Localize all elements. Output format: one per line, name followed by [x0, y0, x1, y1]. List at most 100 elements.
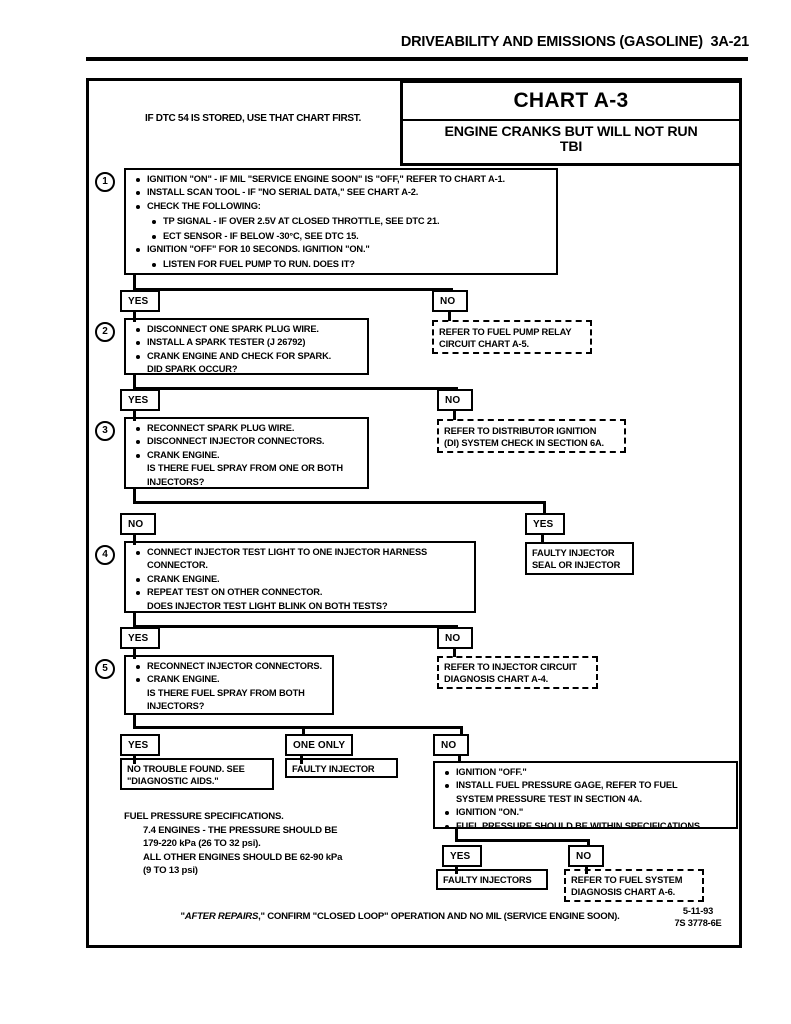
step-number-1: 1 — [95, 172, 115, 192]
footer-doc-code: 7S 3778-6E — [674, 917, 722, 928]
connector-step5-no-down — [460, 726, 463, 739]
connector-step1-down — [133, 275, 136, 290]
chart-title-block: CHART A-3 ENGINE CRANKS BUT WILL NOT RUN… — [400, 80, 742, 166]
chart-subtitle-line2: TBI — [559, 139, 583, 156]
connector-step3-yes-down — [543, 501, 546, 515]
step-2-box: DISCONNECT ONE SPARK PLUG WIRE. INSTALL … — [124, 318, 369, 375]
step-5-line-4: INJECTORS? — [147, 701, 205, 712]
result-faulty-injector-seal-line1: FAULTY INJECTOR — [532, 548, 615, 558]
result-faulty-injector-line1: FAULTY INJECTOR — [292, 764, 375, 774]
connector-step3-bar — [133, 501, 546, 504]
step-1-line-1: IGNITION "ON" - IF MIL "SERVICE ENGINE S… — [133, 174, 550, 186]
step-1-line-7: LISTEN FOR FUEL PUMP TO RUN. DOES IT? — [133, 259, 550, 271]
decision-4-no: NO — [437, 627, 473, 649]
step-4-line-1: CONNECT INJECTOR TEST LIGHT TO ONE INJEC… — [133, 547, 468, 559]
step-4-line-3: CRANK ENGINE. — [133, 574, 468, 586]
result-distributor-ignition: REFER TO DISTRIBUTOR IGNITION (DI) SYSTE… — [437, 419, 626, 453]
result-fuel-pump-relay-line2: CIRCUIT CHART A-5. — [439, 339, 529, 350]
step-2-line-2: INSTALL A SPARK TESTER (J 26792) — [133, 337, 361, 349]
decision-1-no: NO — [432, 290, 468, 312]
connector-no6-to-result — [585, 866, 588, 874]
footer-doc-codes: 5-11-93 7S 3778-6E — [660, 906, 736, 929]
fuel-pressure-test-line-3: SYSTEM PRESSURE TEST IN SECTION 4A. — [456, 793, 642, 804]
step-4-box: CONNECT INJECTOR TEST LIGHT TO ONE INJEC… — [124, 541, 476, 613]
step-5-line-3: IS THERE FUEL SPRAY FROM BOTH — [147, 687, 305, 698]
step-3-line-4: IS THERE FUEL SPRAY FROM ONE OR BOTH — [147, 463, 343, 474]
result-distributor-ignition-line1: REFER TO DISTRIBUTOR IGNITION — [444, 426, 597, 436]
connector-no2-to-result — [453, 410, 456, 420]
decision-3-yes: YES — [525, 513, 565, 535]
chart-subtitle-line1: ENGINE CRANKS BUT WILL NOT RUN — [444, 124, 698, 140]
step-number-2: 2 — [95, 322, 115, 342]
fuel-spec-heading: FUEL PRESSURE SPECIFICATIONS. — [124, 811, 284, 822]
connector-no4-to-result — [453, 648, 456, 657]
connector-no3-to-step4 — [133, 534, 136, 545]
result-fuel-pump-relay: REFER TO FUEL PUMP RELAY CIRCUIT CHART A… — [432, 320, 592, 354]
after-repairs-note: "AFTER REPAIRS," CONFIRM "CLOSED LOOP" O… — [150, 911, 650, 922]
connector-step5-bar — [133, 726, 463, 729]
fuel-spec-line4: (9 TO 13 psi) — [143, 865, 198, 877]
fuel-pressure-test-box: IGNITION "OFF." INSTALL FUEL PRESSURE GA… — [433, 761, 738, 831]
result-injector-circuit-line1: REFER TO INJECTOR CIRCUIT — [444, 662, 577, 672]
connector-yes3-to-result — [541, 534, 544, 543]
step-5-line-1: RECONNECT INJECTOR CONNECTORS. — [133, 661, 326, 673]
step-1-line-6: IGNITION "OFF" FOR 10 SECONDS. IGNITION … — [133, 244, 550, 256]
decision-5-one-only: ONE ONLY — [285, 734, 353, 756]
connector-fpt-down — [455, 829, 458, 842]
step-number-5: 5 — [95, 659, 115, 679]
fuel-pressure-test-line-4: IGNITION "ON." — [442, 807, 730, 819]
step-3-line-1: RECONNECT SPARK PLUG WIRE. — [133, 423, 361, 435]
decision-4-yes: YES — [120, 627, 160, 649]
result-fuel-system-diagnosis-line1: REFER TO FUEL SYSTEM — [571, 875, 683, 885]
connector-yes4-to-step5 — [133, 648, 136, 659]
decision-6-no: NO — [568, 845, 604, 867]
fuel-spec-line3: ALL OTHER ENGINES SHOULD BE 62-90 kPa — [143, 851, 343, 863]
connector-no1-to-result — [448, 311, 451, 321]
step-2-line-4: DID SPARK OCCUR? — [147, 364, 238, 375]
step-4-line-5: DOES INJECTOR TEST LIGHT BLINK ON BOTH T… — [147, 600, 388, 611]
connector-yes6-to-result — [455, 866, 458, 874]
step-3-line-5: INJECTORS? — [147, 476, 205, 487]
decision-1-yes: YES — [120, 290, 160, 312]
fuel-pressure-test-line-1: IGNITION "OFF." — [442, 767, 730, 779]
connector-step1-bar — [133, 288, 453, 291]
after-repairs-prefix: " — [180, 911, 185, 922]
decision-2-yes: YES — [120, 389, 160, 411]
decision-2-no: NO — [437, 389, 473, 411]
chart-subtitle: ENGINE CRANKS BUT WILL NOT RUN TBI — [403, 121, 739, 156]
connector-step4-bar — [133, 625, 458, 628]
result-distributor-ignition-line2: (DI) SYSTEM CHECK IN SECTION 6A. — [444, 438, 604, 449]
step-1-line-5: ECT SENSOR - IF BELOW -30°C, SEE DTC 15. — [133, 231, 550, 243]
result-injector-circuit: REFER TO INJECTOR CIRCUIT DIAGNOSIS CHAR… — [437, 656, 598, 689]
step-5-line-2: CRANK ENGINE. — [133, 674, 326, 686]
result-fuel-system-diagnosis: REFER TO FUEL SYSTEM DIAGNOSIS CHART A-6… — [564, 869, 704, 902]
page-header: DRIVEABILITY AND EMISSIONS (GASOLINE) 3A… — [0, 34, 791, 50]
step-5-box: RECONNECT INJECTOR CONNECTORS. CRANK ENG… — [124, 655, 334, 715]
connector-step5-down — [133, 715, 136, 729]
connector-oneonly-to-result — [300, 755, 303, 764]
fuel-pressure-test-line-2: INSTALL FUEL PRESSURE GAGE, REFER TO FUE… — [442, 780, 730, 792]
result-injector-circuit-line2: DIAGNOSIS CHART A-4. — [444, 674, 549, 685]
decision-5-yes: YES — [120, 734, 160, 756]
result-no-trouble-found-line1: NO TROUBLE FOUND. SEE — [127, 764, 245, 774]
step-number-3: 3 — [95, 421, 115, 441]
result-faulty-injector: FAULTY INJECTOR — [285, 758, 398, 778]
fuel-spec-line1: 7.4 ENGINES - THE PRESSURE SHOULD BE — [143, 824, 338, 836]
result-faulty-injector-seal-line2: SEAL OR INJECTOR — [532, 560, 621, 571]
decision-3-no: NO — [120, 513, 156, 535]
step-1-line-2: INSTALL SCAN TOOL - IF "NO SERIAL DATA,"… — [133, 187, 550, 199]
connector-fpt-bar — [455, 839, 590, 842]
step-number-4: 4 — [95, 545, 115, 565]
step-3-box: RECONNECT SPARK PLUG WIRE. DISCONNECT IN… — [124, 417, 369, 489]
result-faulty-injector-seal: FAULTY INJECTOR SEAL OR INJECTOR — [525, 542, 634, 575]
page-number: 3A-21 — [710, 34, 750, 50]
step-1-line-4: TP SIGNAL - IF OVER 2.5V AT CLOSED THROT… — [133, 216, 550, 228]
fuel-pressure-test-line-5: FUEL PRESSURE SHOULD BE WITHIN SPECIFICA… — [442, 821, 730, 833]
decision-5-no: NO — [433, 734, 469, 756]
step-1-line-3: CHECK THE FOLLOWING: — [133, 201, 550, 213]
step-3-line-2: DISCONNECT INJECTOR CONNECTORS. — [133, 436, 361, 448]
result-faulty-injectors-line1: FAULTY INJECTORS — [443, 875, 532, 885]
footer-date-code: 5-11-93 — [682, 906, 714, 916]
result-faulty-injectors: FAULTY INJECTORS — [436, 869, 548, 890]
chart-id: CHART A-3 — [403, 83, 739, 121]
